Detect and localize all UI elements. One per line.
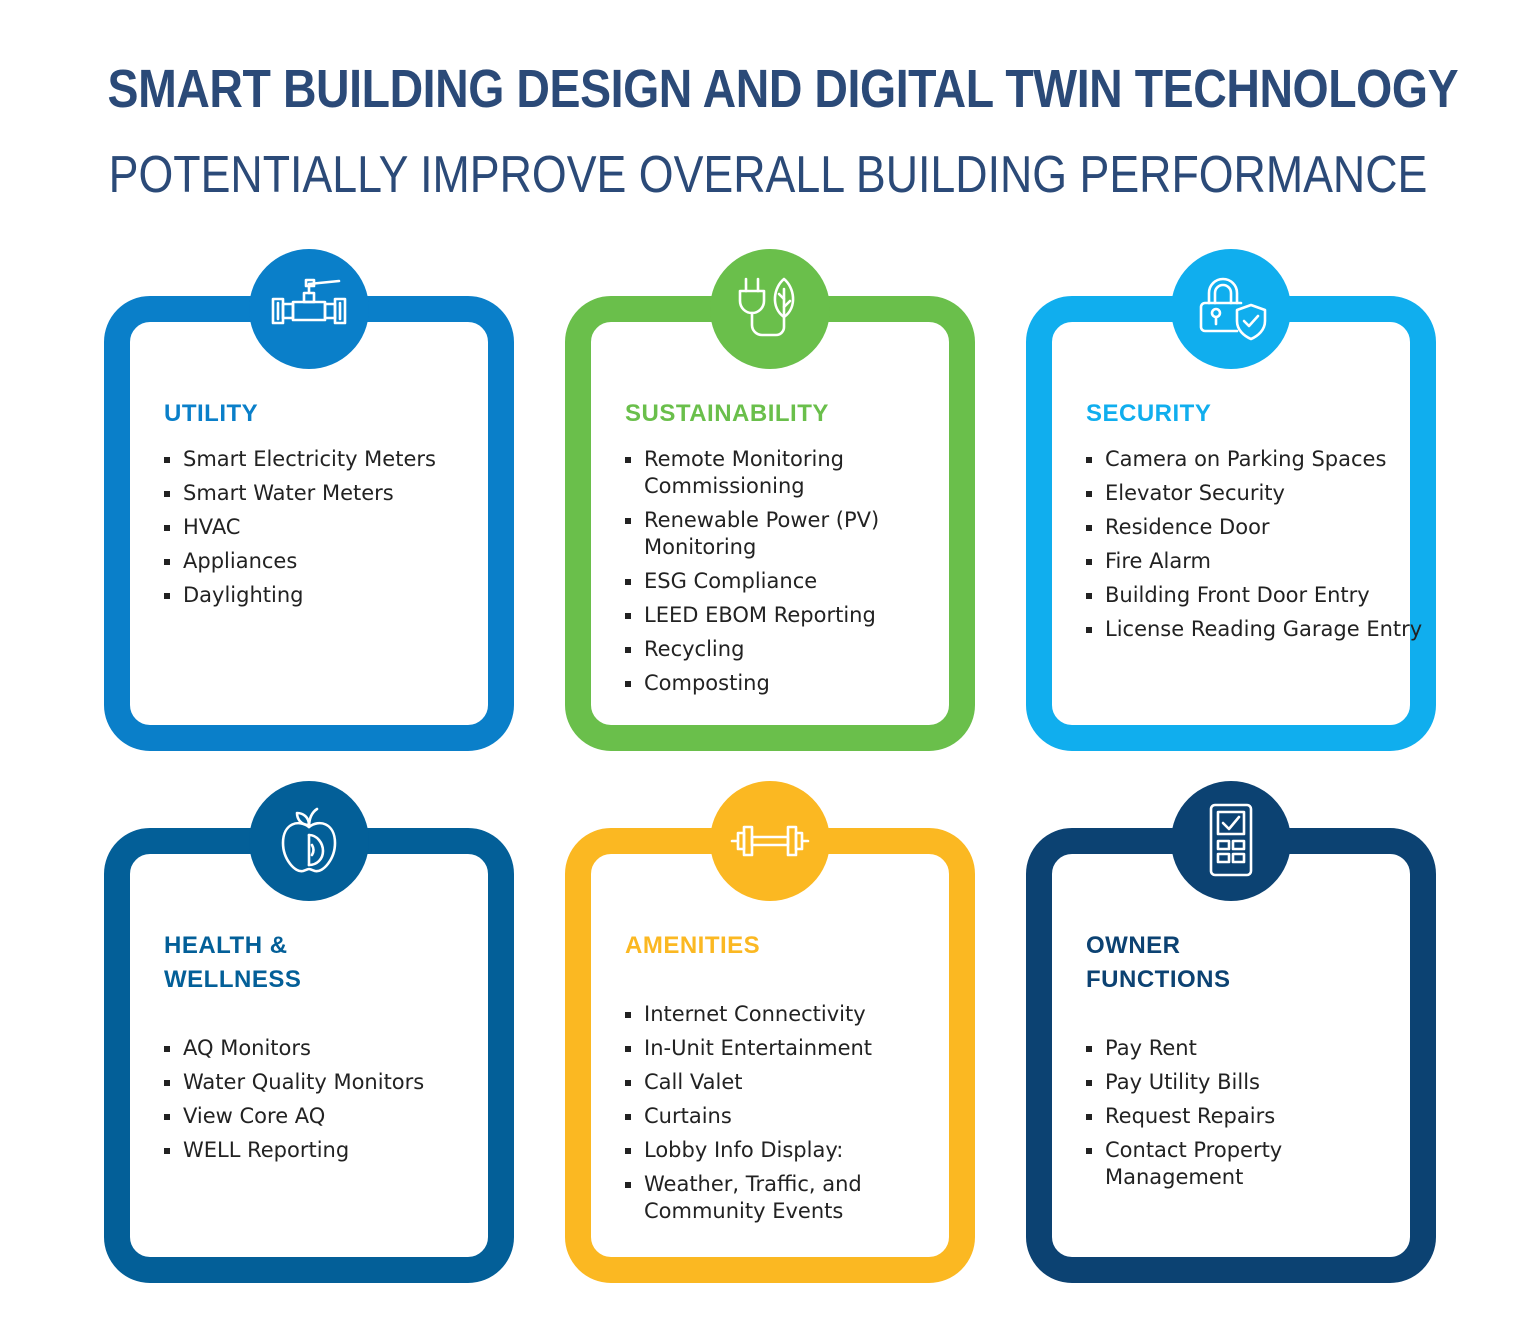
- list-item: Call Valet: [625, 1069, 965, 1096]
- dumbbell-icon: [730, 825, 810, 857]
- page-subtitle: POTENTIALLY IMPROVE OVERALL BUILDING PER…: [108, 146, 1428, 204]
- list-item: Pay Utility Bills: [1086, 1069, 1426, 1096]
- list-item: Elevator Security: [1086, 480, 1426, 507]
- list-item: Renewable Power (PV) Monitoring: [625, 507, 965, 561]
- list-item: View Core AQ: [164, 1103, 504, 1130]
- list-item: Daylighting: [164, 582, 504, 609]
- list-item: Building Front Door Entry: [1086, 582, 1426, 609]
- card-owner-functions: OWNER FUNCTIONS Pay Rent Pay Utility Bil…: [1026, 781, 1436, 1283]
- list-item: HVAC: [164, 514, 504, 541]
- card-title: AMENITIES: [625, 932, 761, 959]
- list-item: AQ Monitors: [164, 1035, 504, 1062]
- icon-badge: [710, 781, 830, 901]
- card-amenities: AMENITIES Internet Connectivity In-Unit …: [565, 781, 975, 1283]
- list-item: Contact Property Management: [1086, 1137, 1426, 1191]
- padlock-shield-icon: [1199, 277, 1267, 341]
- list-item: Lobby Info Display:: [625, 1137, 965, 1164]
- icon-badge: [1171, 781, 1291, 901]
- icon-badge: [249, 781, 369, 901]
- card-list: AQ Monitors Water Quality Monitors View …: [164, 1035, 504, 1171]
- card-utility: UTILITY Smart Electricity Meters Smart W…: [104, 249, 514, 751]
- list-item: Smart Water Meters: [164, 480, 504, 507]
- list-item: Recycling: [625, 636, 965, 663]
- card-list: Camera on Parking Spaces Elevator Securi…: [1086, 446, 1426, 650]
- card-title: SECURITY: [1086, 400, 1212, 427]
- list-item: Camera on Parking Spaces: [1086, 446, 1426, 473]
- list-item: Smart Electricity Meters: [164, 446, 504, 473]
- list-item: WELL Reporting: [164, 1137, 504, 1164]
- list-item: Request Repairs: [1086, 1103, 1426, 1130]
- card-list: Remote Monitoring Commissioning Renewabl…: [625, 446, 965, 704]
- list-item: ESG Compliance: [625, 568, 965, 595]
- list-item: Internet Connectivity: [625, 1001, 965, 1028]
- icon-badge: [1171, 249, 1291, 369]
- card-list: Pay Rent Pay Utility Bills Request Repai…: [1086, 1035, 1426, 1198]
- card-security: SECURITY Camera on Parking Spaces Elevat…: [1026, 249, 1436, 751]
- list-item: Curtains: [625, 1103, 965, 1130]
- apple-icon: [281, 807, 337, 873]
- list-item: Weather, Traffic, and Community Events: [625, 1171, 965, 1225]
- card-list: Internet Connectivity In-Unit Entertainm…: [625, 1001, 965, 1232]
- card-title: OWNER FUNCTIONS: [1086, 932, 1231, 993]
- card-sustainability: SUSTAINABILITY Remote Monitoring Commiss…: [565, 249, 975, 751]
- card-health-wellness: HEALTH & WELLNESS AQ Monitors Water Qual…: [104, 781, 514, 1283]
- list-item: Water Quality Monitors: [164, 1069, 504, 1096]
- list-item: Appliances: [164, 548, 504, 575]
- icon-badge: [710, 249, 830, 369]
- icon-badge: [249, 249, 369, 369]
- list-item: License Reading Garage Entry: [1086, 616, 1426, 643]
- list-item: In-Unit Entertainment: [625, 1035, 965, 1062]
- list-item: Residence Door: [1086, 514, 1426, 541]
- list-item: Remote Monitoring Commissioning: [625, 446, 965, 500]
- card-list: Smart Electricity Meters Smart Water Met…: [164, 446, 504, 616]
- page-title: SMART BUILDING DESIGN AND DIGITAL TWIN T…: [107, 59, 1459, 119]
- tablet-checklist-icon: [1209, 803, 1253, 877]
- list-item: LEED EBOM Reporting: [625, 602, 965, 629]
- card-title: SUSTAINABILITY: [625, 400, 829, 427]
- card-title: UTILITY: [164, 400, 259, 427]
- list-item: Pay Rent: [1086, 1035, 1426, 1062]
- list-item: Composting: [625, 670, 965, 697]
- pipe-valve-icon: [271, 278, 347, 325]
- card-title: HEALTH & WELLNESS: [164, 932, 302, 993]
- plug-leaf-icon: [738, 277, 795, 337]
- list-item: Fire Alarm: [1086, 548, 1426, 575]
